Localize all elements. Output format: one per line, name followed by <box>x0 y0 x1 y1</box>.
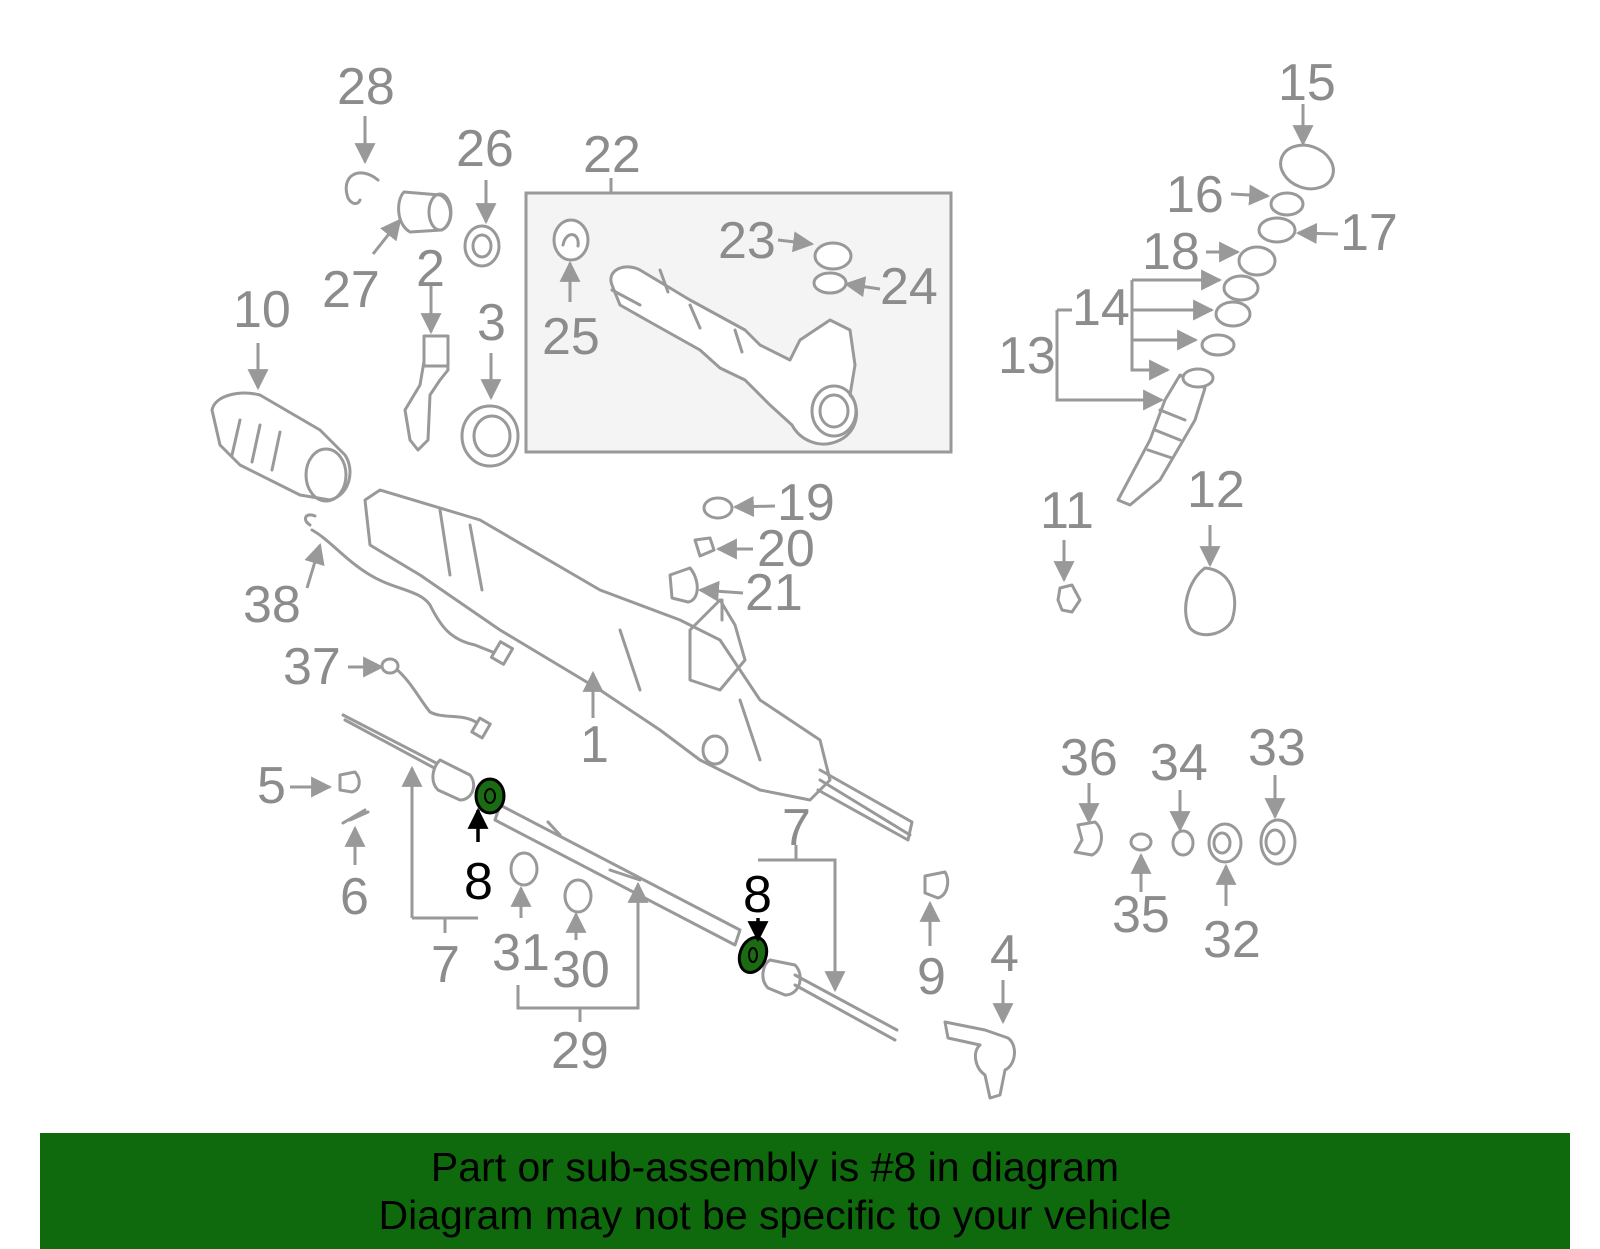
spring-part-34 <box>1171 829 1195 857</box>
callout-38: 38 <box>243 576 301 634</box>
bearing-part-32 <box>1207 822 1243 864</box>
pinion-part-13 <box>1116 333 1236 507</box>
clip-part-28 <box>344 171 380 205</box>
cap-part-19 <box>702 496 734 520</box>
bracket-part-2 <box>403 334 450 452</box>
callout-10: 10 <box>233 281 291 339</box>
callout-5: 5 <box>257 757 286 815</box>
dust-cover-part-21 <box>668 566 699 604</box>
callout-7-left: 7 <box>431 936 460 994</box>
tie-rod-part-7-right <box>761 958 899 1042</box>
callout-13: 13 <box>998 327 1056 385</box>
tie-rod-end-part-4 <box>943 1020 1016 1100</box>
leader-lines <box>247 104 1339 1025</box>
callout-9: 9 <box>917 948 946 1006</box>
callout-14: 14 <box>1072 279 1130 337</box>
seal-part-18 <box>1237 245 1277 277</box>
seal-part-17 <box>1257 216 1297 244</box>
callout-8-right: 8 <box>743 866 772 924</box>
callout-12: 12 <box>1187 461 1245 519</box>
callout-33: 33 <box>1248 719 1306 777</box>
seal-part-25 <box>552 218 590 262</box>
callout-31: 31 <box>492 924 550 982</box>
highlighted-part-8-left[interactable] <box>474 777 506 815</box>
rack-bar-part-29 <box>493 803 742 947</box>
callout-22: 22 <box>583 126 641 184</box>
callout-34: 34 <box>1150 734 1208 792</box>
clamp-part-31 <box>509 851 539 887</box>
callout-37: 37 <box>283 638 341 696</box>
callout-25: 25 <box>542 308 600 366</box>
callout-28: 28 <box>337 58 395 116</box>
plug-part-36 <box>1073 820 1103 857</box>
callout-36: 36 <box>1060 729 1118 787</box>
seal-part-24 <box>812 271 848 295</box>
cotter-part-6 <box>341 808 370 825</box>
callout-18: 18 <box>1142 223 1200 281</box>
callout-17: 17 <box>1340 204 1398 262</box>
callout-29: 29 <box>551 1022 609 1080</box>
callout-23: 23 <box>718 212 776 270</box>
callout-labels: 28 26 22 23 24 25 27 2 3 10 15 16 17 18 … <box>233 54 1398 1080</box>
pipe-part-38 <box>303 513 515 666</box>
callout-4: 4 <box>990 925 1019 983</box>
callout-3: 3 <box>477 294 506 352</box>
boot-part-10 <box>210 391 352 503</box>
callout-7-right: 7 <box>782 799 811 857</box>
cover-part-12 <box>1184 566 1237 637</box>
cap-part-9 <box>923 870 950 900</box>
callout-26: 26 <box>456 120 514 178</box>
callout-20: 20 <box>757 520 815 578</box>
bushing-part-33 <box>1259 818 1297 866</box>
nut-part-11 <box>1056 583 1082 614</box>
info-banner: Part or sub-assembly is #8 in diagram Di… <box>40 1133 1570 1249</box>
callout-2: 2 <box>416 240 445 298</box>
nut-part-5 <box>338 770 361 794</box>
callout-15: 15 <box>1278 54 1336 112</box>
clamp-part-30 <box>563 878 593 914</box>
callout-19: 19 <box>777 474 835 532</box>
seal-part-16 <box>1269 191 1305 217</box>
callout-6: 6 <box>340 868 369 926</box>
pipe-part-37 <box>380 657 492 740</box>
callout-32: 32 <box>1203 911 1261 969</box>
nut-part-20 <box>693 536 716 558</box>
callout-30: 30 <box>552 941 610 999</box>
nut-part-35 <box>1129 832 1153 852</box>
callout-27: 27 <box>322 261 380 319</box>
seal-part-14 <box>1214 274 1260 328</box>
callout-21: 21 <box>745 564 803 622</box>
seal-part-15 <box>1279 143 1335 191</box>
callout-35: 35 <box>1112 886 1170 944</box>
callout-8-left: 8 <box>464 853 493 911</box>
banner-line-part-number: Part or sub-assembly is #8 in diagram <box>430 1144 1120 1190</box>
rack-housing-part <box>609 265 859 446</box>
rack-assembly-part-1 <box>363 488 914 842</box>
seal-part-23 <box>813 241 853 271</box>
bushing-part-27 <box>397 190 453 234</box>
callout-11: 11 <box>1040 482 1094 540</box>
callout-16: 16 <box>1166 166 1224 224</box>
callout-24: 24 <box>880 258 938 316</box>
subassembly-box-22 <box>524 178 953 454</box>
clamp-part-3 <box>460 404 520 468</box>
tie-rod-part-7-left <box>341 713 476 802</box>
banner-line-disclaimer: Diagram may not be specific to your vehi… <box>378 1192 1172 1238</box>
callout-1: 1 <box>580 716 609 774</box>
grommet-part-26 <box>463 224 501 268</box>
